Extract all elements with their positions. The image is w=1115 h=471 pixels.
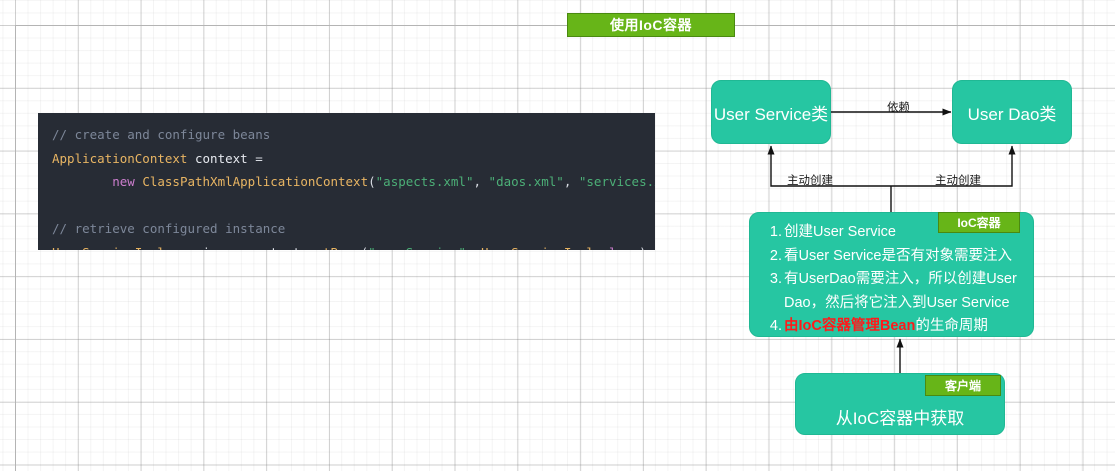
code-token: =: [225, 245, 248, 251]
ioc-step-text: 有UserDao需要注入，所以创建User Dao，然后将它注入到User Se…: [784, 271, 1017, 311]
code-line: // retrieve configured instance: [52, 217, 641, 241]
code-token: ApplicationContext: [52, 150, 188, 166]
code-token: UserServiceImpl: [481, 245, 594, 251]
edge-label-depends: 依赖: [887, 102, 910, 114]
code-token: (: [368, 174, 376, 189]
code-token: context: [195, 150, 248, 166]
code-token: .: [300, 245, 308, 251]
ioc-step-text: 看User Service是否有对象需要注入: [784, 247, 1012, 264]
code-line: new ClassPathXmlApplicationContext("aspe…: [52, 170, 655, 194]
ioc-step-highlight: 由IoC容器管理Bean: [784, 318, 916, 334]
code-token: =: [247, 150, 271, 166]
code-token: );: [639, 245, 654, 251]
node-user-service[interactable]: User Service类: [711, 80, 831, 144]
ioc-step-text: 创建User Service: [784, 224, 896, 240]
code-token: // create and configure beans: [52, 127, 271, 142]
code-token: "services.xml": [578, 174, 655, 189]
code-token: ,: [473, 174, 489, 189]
code-token: [187, 151, 195, 166]
code-line: // create and configure beans: [52, 123, 641, 147]
code-line: [52, 194, 641, 218]
badge-client: 客户端: [925, 375, 1001, 396]
code-token: service: [172, 245, 225, 251]
code-token: // retrieve configured instance: [52, 221, 286, 236]
node-ioc-container[interactable]: 创建User Service 看User Service是否有对象需要注入有Use…: [749, 212, 1034, 339]
code-token: (: [361, 245, 369, 251]
code-token: "aspects.xml": [375, 174, 474, 189]
code-token: ,: [563, 174, 579, 189]
code-token: "daos.xml": [488, 174, 564, 189]
code-token: getBean: [308, 245, 361, 251]
edge-label-create-left: 主动创建: [787, 175, 833, 187]
canvas-top-edge: [15, 25, 1115, 26]
code-token: context: [248, 245, 301, 251]
badge-ioc-container: IoC容器: [938, 212, 1020, 233]
canvas-left-edge: [15, 25, 16, 471]
code-token: ClassPathXmlApplicationContext: [142, 174, 369, 189]
code-token: new: [112, 174, 135, 189]
code-token: .: [594, 245, 602, 251]
ioc-step-item: 创建User Service: [764, 221, 1023, 245]
ioc-step-item: 有UserDao需要注入，所以创建User Dao，然后将它注入到User Se…: [764, 268, 1023, 315]
title-banner: 使用IoC容器: [567, 13, 735, 37]
node-client-label: 从IoC容器中获取: [835, 409, 965, 428]
code-token: UserServiceImpl: [52, 245, 165, 251]
node-user-dao[interactable]: User Dao类: [952, 80, 1072, 144]
code-line: ApplicationContext context =: [52, 147, 641, 171]
ioc-step-item: 看User Service是否有对象需要注入: [764, 245, 1023, 269]
code-token: [52, 174, 112, 189]
edge-label-create-right: 主动创建: [935, 175, 981, 187]
code-line: UserServiceImpl service = context.getBea…: [52, 241, 654, 251]
ioc-step-text: 的生命周期: [915, 318, 988, 334]
ioc-steps-list: 创建User Service 看User Service是否有对象需要注入有Use…: [758, 221, 1027, 339]
ioc-step-item: 由IoC容器管理Bean的生命周期: [764, 315, 1023, 339]
code-token: ,: [466, 245, 481, 251]
code-token: class: [601, 245, 639, 251]
code-token: "userService": [368, 245, 466, 251]
